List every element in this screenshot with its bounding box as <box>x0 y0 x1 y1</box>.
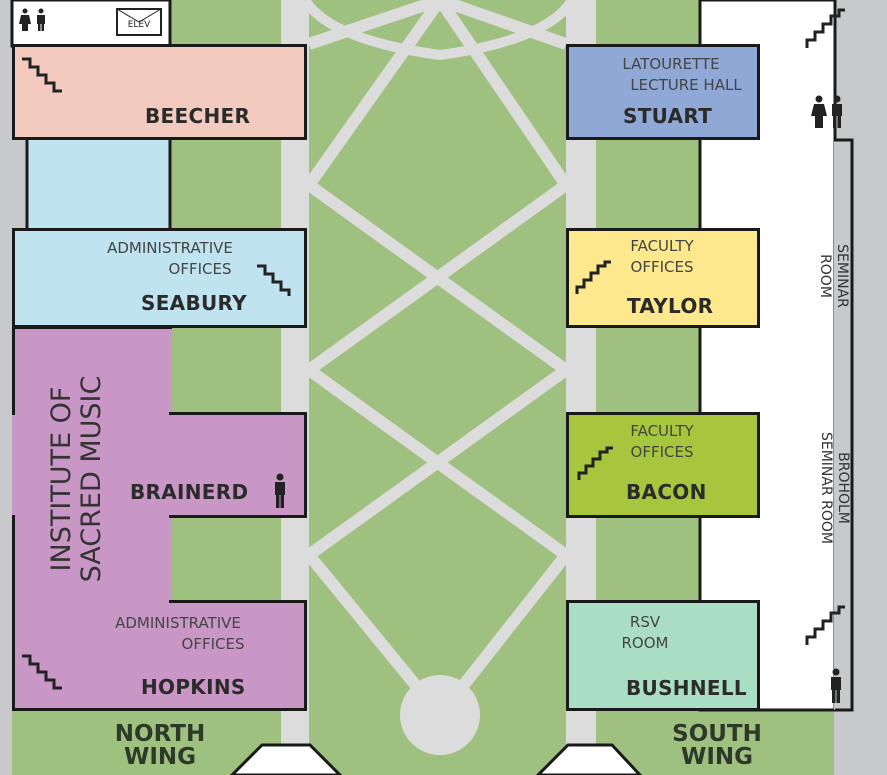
brainerd-label: BRAINERD <box>130 480 249 504</box>
beecher-label: BEECHER <box>145 104 251 128</box>
taylor-room[interactable] <box>566 228 760 328</box>
broholm-seminar-label: BROHOLM SEMINAR ROOM <box>818 431 851 544</box>
taylor-label: TAYLOR <box>627 294 714 318</box>
bacon-label: BACON <box>626 480 707 504</box>
north-wing-label: NORTH WING <box>114 721 206 770</box>
fountain-circle <box>400 675 480 755</box>
hopkins-label: HOPKINS <box>141 675 246 699</box>
stuart-note: LATOURETTE LECTURE HALL <box>622 55 742 94</box>
seminar-room-label: SEMINAR ROOM <box>817 244 850 308</box>
stairs-icon <box>805 605 845 645</box>
stuart-room[interactable] <box>566 44 760 140</box>
north-arc-path <box>300 0 577 61</box>
person-icon <box>275 473 285 508</box>
hopkins-note: ADMINISTRATIVE OFFICES <box>115 614 245 653</box>
bacon-room[interactable] <box>566 412 760 518</box>
restroom-icon <box>19 8 45 31</box>
bushnell-room[interactable] <box>566 600 760 711</box>
bushnell-label: BUSHNELL <box>626 676 747 700</box>
courtyard-paths <box>304 0 571 719</box>
seabury-label: SEABURY <box>141 291 247 315</box>
stuart-label: STUART <box>623 104 713 128</box>
stairs-icon <box>22 654 62 690</box>
svg-text:ELEV: ELEV <box>128 20 151 30</box>
bushnell-note: RSV ROOM <box>621 613 669 652</box>
person-icon <box>831 668 841 703</box>
bacon-note: FACULTY OFFICES <box>630 422 694 461</box>
institute-label: INSTITUTE OF SACRED MUSIC <box>46 375 107 583</box>
taylor-note: FACULTY OFFICES <box>630 237 694 276</box>
stairs-icon <box>575 260 611 294</box>
south-wing-label: SOUTH WING <box>672 721 762 770</box>
north-gate <box>229 743 343 775</box>
seabury-note: ADMINISTRATIVE OFFICES <box>107 239 233 278</box>
stairs-icon <box>257 264 291 296</box>
south-gate <box>535 743 643 775</box>
stairs-icon <box>22 57 62 93</box>
elevator-icon: ELEV <box>116 8 162 36</box>
stairs-icon <box>805 8 845 48</box>
stairs-icon <box>577 446 613 480</box>
restroom-icon <box>811 95 842 128</box>
